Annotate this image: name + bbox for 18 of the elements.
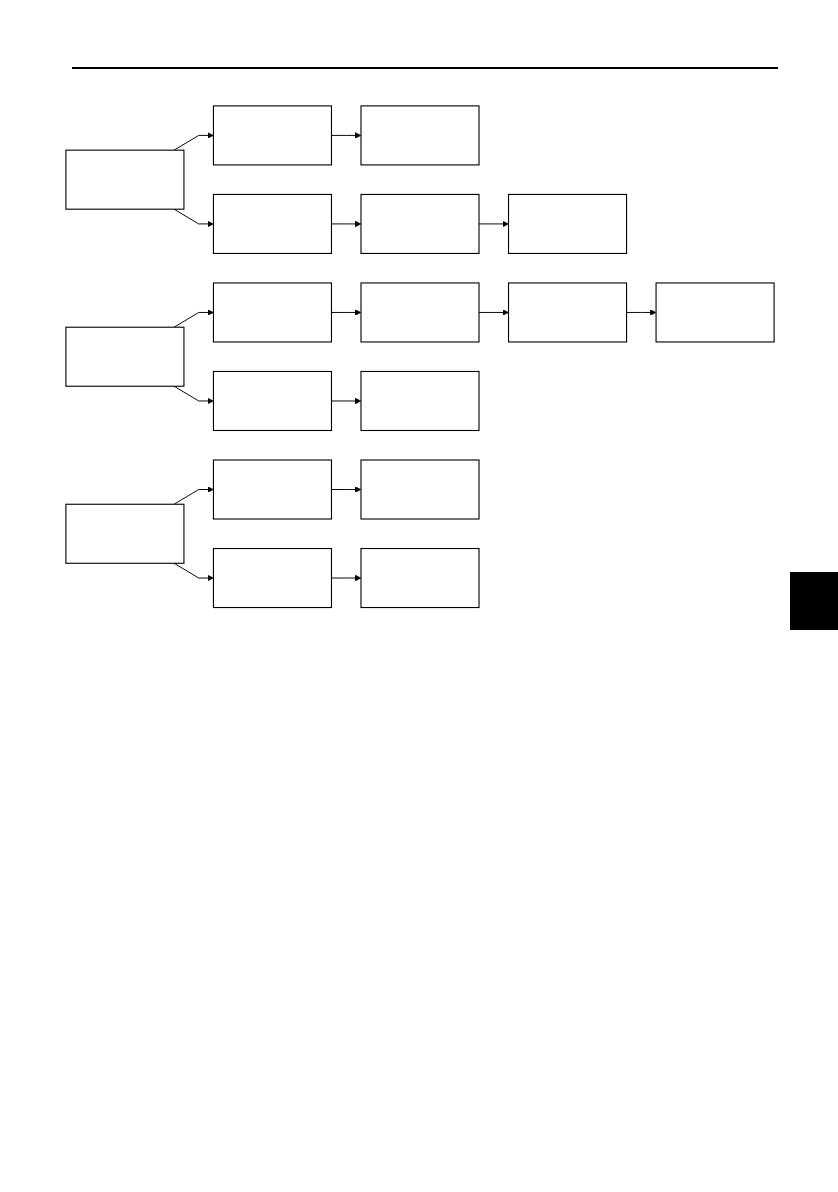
node-box [212, 105, 333, 166]
node-box [212, 459, 333, 520]
node-box [655, 282, 775, 343]
node-box [212, 370, 333, 432]
node-box [360, 459, 480, 520]
node-box [360, 547, 480, 609]
node-box [65, 149, 185, 210]
node-box [507, 282, 628, 343]
node-box [360, 193, 480, 254]
node-box [360, 370, 480, 432]
node-box [65, 326, 185, 387]
node-box [360, 282, 480, 343]
node-box [212, 282, 333, 343]
node-box [212, 547, 333, 609]
node-box [212, 193, 333, 254]
node-box [65, 503, 185, 564]
node-box [360, 105, 480, 166]
node-box [507, 193, 628, 254]
